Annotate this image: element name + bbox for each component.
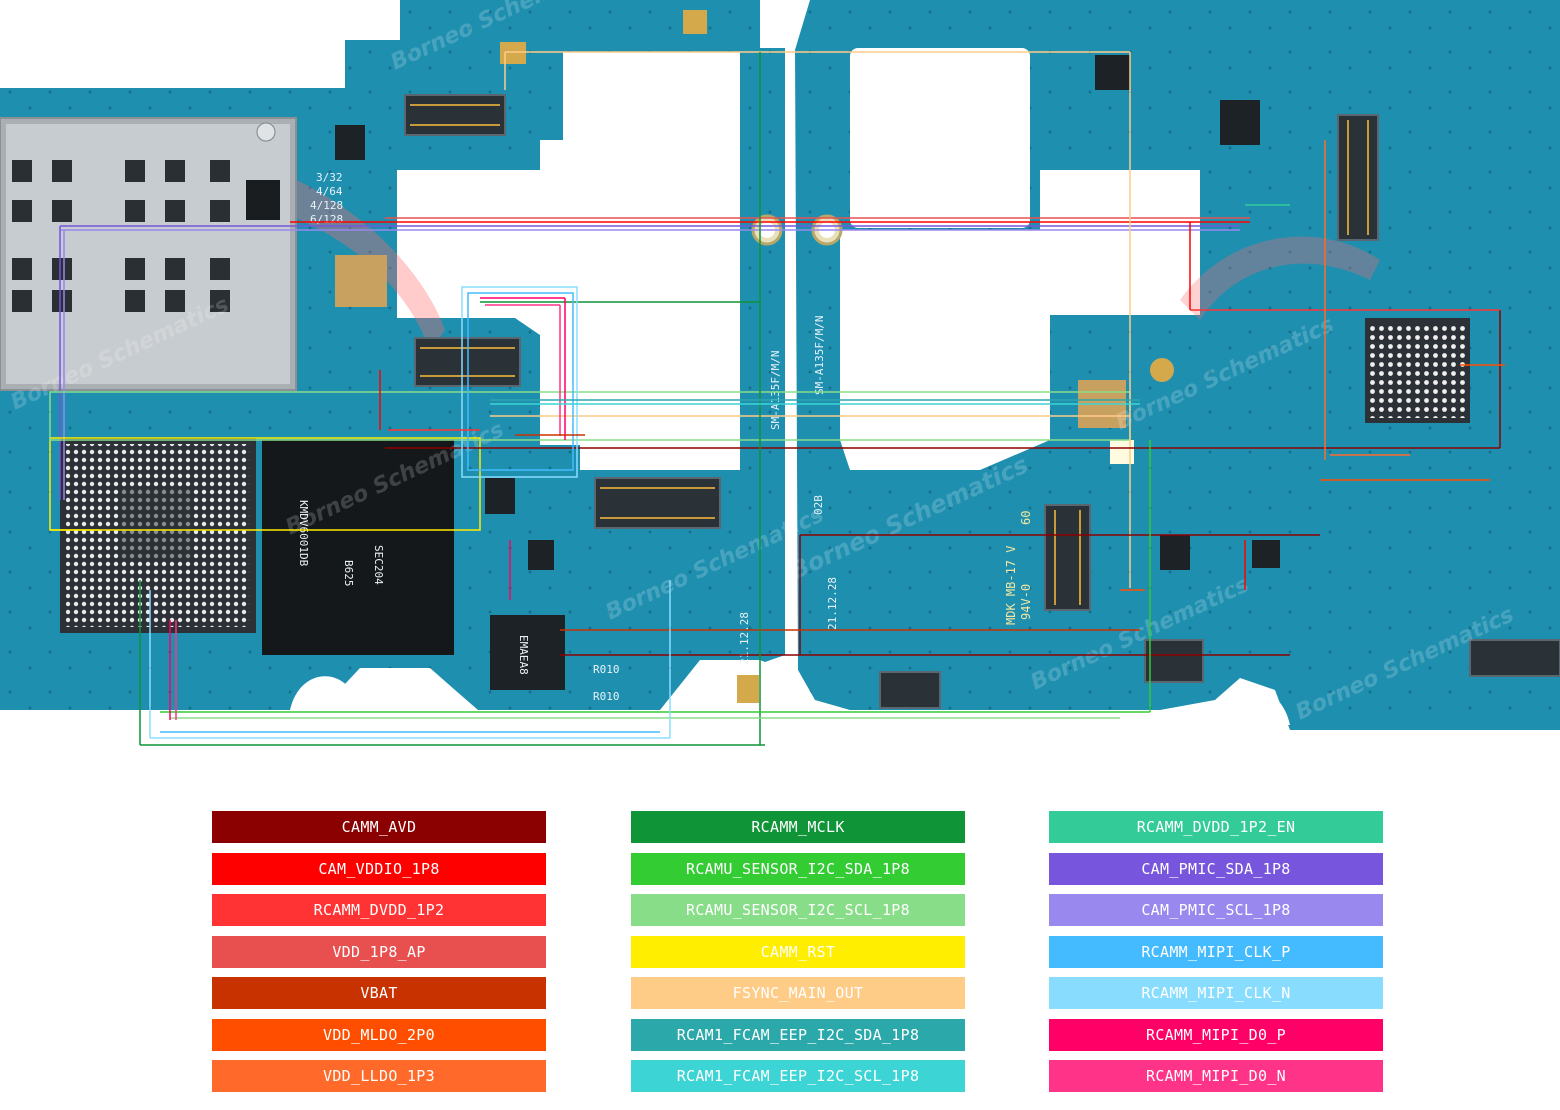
legend-item: RCAMM_MIPI_D0_P <box>1049 1018 1383 1051</box>
legend-item: RCAMM_DVDD_1P2 <box>212 894 546 926</box>
svg-text:KMDV6001DB: KMDV6001DB <box>297 500 310 567</box>
legend-item: RCAMM_MIPI_CLK_N <box>1049 977 1383 1009</box>
svg-text:4/128: 4/128 <box>310 199 343 212</box>
connector-right-bottom <box>1144 639 1204 683</box>
svg-text:MDK MB-17 V: MDK MB-17 V <box>1004 546 1018 625</box>
legend-item: VDD_1P8_AP <box>212 935 546 968</box>
connector-bottom-right <box>879 671 941 709</box>
legend-column-3: RCAMM_DVDD_1P2_EN CAM_PMIC_SDA_1P8 CAM_P… <box>1049 811 1383 1102</box>
legend-item: CAM_PMIC_SDA_1P8 <box>1049 852 1383 885</box>
net-traces <box>49 51 1505 746</box>
legend-item: CAM_PMIC_SCL_1P8 <box>1049 894 1383 926</box>
connector-bottom-mid <box>594 477 721 529</box>
legend-column-1: CAMM_AVD CAM_VDDIO_1P8 RCAMM_DVDD_1P2 VD… <box>212 811 546 1102</box>
legend-item: RCAM1_FCAM_EEP_I2C_SDA_1P8 <box>631 1018 965 1051</box>
svg-text:94V-0: 94V-0 <box>1019 584 1033 620</box>
svg-text:02B: 02B <box>812 495 825 515</box>
circuit-board-photo: SEC204 B625 KMDV6001DB EMAEA8 3/32 4/64 … <box>0 0 1560 746</box>
connector-top-left <box>404 94 506 136</box>
legend-item: RCAMM_MIPI_D0_N <box>1049 1060 1383 1092</box>
svg-text:21.12.28: 21.12.28 <box>826 577 839 630</box>
connector-edge-right <box>1469 639 1560 677</box>
legend-item: VBAT <box>212 977 546 1009</box>
memory-chip: SEC204 B625 KMDV6001DB <box>262 440 454 655</box>
svg-text:SEC204: SEC204 <box>372 545 385 585</box>
legend-item: RCAMU_SENSOR_I2C_SDA_1P8 <box>631 852 965 885</box>
legend-item: CAM_VDDIO_1P8 <box>212 852 546 885</box>
legend-column-2: RCAMM_MCLK RCAMU_SENSOR_I2C_SDA_1P8 RCAM… <box>631 811 965 1102</box>
svg-text:21.12.28: 21.12.28 <box>738 612 751 665</box>
svg-text:3/32: 3/32 <box>316 171 343 184</box>
legend-item: CAMM_RST <box>631 935 965 968</box>
legend-item: RCAMM_MIPI_CLK_P <box>1049 935 1383 968</box>
svg-text:SM-A135F/M/N: SM-A135F/M/N <box>813 316 826 395</box>
legend-item: RCAM1_FCAM_EEP_I2C_SCL_1P8 <box>631 1060 965 1092</box>
svg-text:B625: B625 <box>342 560 355 587</box>
svg-text:SM-A135F/M/N: SM-A135F/M/N <box>769 351 782 430</box>
net-color-legend: CAMM_AVD CAM_VDDIO_1P8 RCAMM_DVDD_1P2 VD… <box>0 760 1560 1110</box>
connector-right-mid <box>1044 504 1091 611</box>
soc-bga-chip <box>60 438 256 633</box>
legend-item: RCAMM_MCLK <box>631 811 965 843</box>
legend-item: RCAMM_DVDD_1P2_EN <box>1049 811 1383 843</box>
svg-text:R010: R010 <box>593 663 620 676</box>
svg-text:4/64: 4/64 <box>316 185 343 198</box>
legend-item: VDD_LLDO_1P3 <box>212 1060 546 1092</box>
svg-text:60: 60 <box>1019 511 1033 525</box>
pmic-bga-chip <box>1365 318 1470 423</box>
svg-text:R010: R010 <box>593 690 620 703</box>
legend-item: VDD_MLDO_2P0 <box>212 1018 546 1051</box>
legend-item: FSYNC_MAIN_OUT <box>631 977 965 1009</box>
svg-text:EMAEA8: EMAEA8 <box>517 635 530 675</box>
legend-item: RCAMU_SENSOR_I2C_SCL_1P8 <box>631 894 965 926</box>
legend-item: CAMM_AVD <box>212 811 546 843</box>
sim-card-tray <box>0 117 297 391</box>
connector-right-top <box>1337 114 1379 241</box>
svg-text:6/128: 6/128 <box>310 213 343 226</box>
